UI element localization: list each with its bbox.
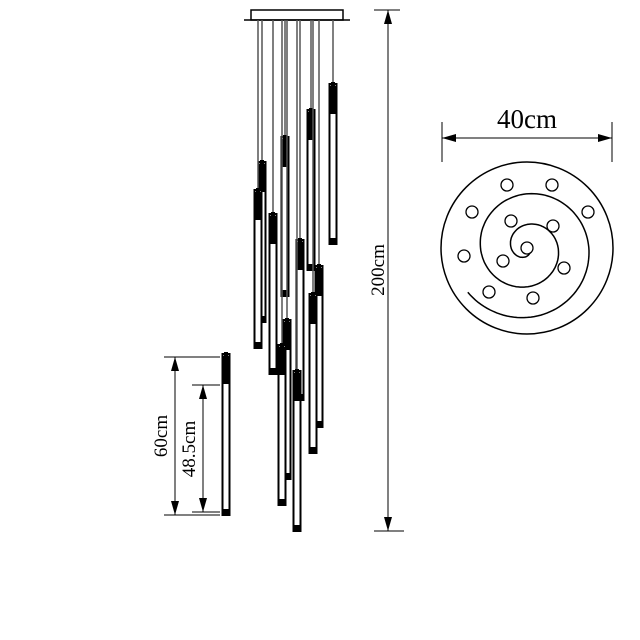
height-dimension: 200cm — [368, 9, 404, 532]
pendant-position-marker — [581, 205, 595, 219]
pendant-position-marker — [457, 249, 471, 263]
tube-length-dimension: 60cm — [151, 356, 220, 516]
pendant-tube — [328, 20, 338, 245]
pendant-tube — [308, 20, 318, 454]
pendant-position-marker — [520, 241, 534, 255]
pendant-position-marker — [557, 261, 571, 275]
tube-cap — [309, 296, 317, 324]
diameter-label: 40cm — [497, 104, 557, 134]
tube-cap — [222, 356, 230, 384]
tube-length-label: 60cm — [151, 415, 172, 457]
tube-cap — [269, 216, 277, 244]
tube-cap — [329, 86, 337, 114]
pendant-tube — [306, 20, 316, 271]
tube-cap — [307, 112, 315, 140]
pendant-position-marker — [504, 214, 518, 228]
pendant-position-marker — [465, 205, 479, 219]
tube-cap — [258, 164, 266, 192]
pendant-tube — [221, 352, 231, 516]
pendant-position-marker — [546, 219, 560, 233]
pendants — [253, 20, 338, 532]
tube-cap — [278, 347, 286, 375]
tube-cap — [296, 242, 304, 270]
pendant-tube — [268, 20, 278, 375]
pendant-position-marker — [526, 291, 540, 305]
tube-cap — [281, 139, 289, 167]
pendant-tube — [277, 20, 287, 506]
pendant-position-marker — [482, 285, 496, 299]
tube-cap — [293, 373, 301, 401]
canopy — [244, 9, 350, 21]
height-label: 200cm — [368, 244, 389, 296]
pendant-tube — [292, 20, 302, 532]
light-length-dimension: 48.5cm — [179, 384, 220, 513]
diameter-dimension: 40cm — [441, 104, 613, 162]
tube-cap — [283, 322, 291, 350]
pendant-position-marker — [496, 254, 510, 268]
tube-cap — [254, 192, 262, 220]
sample-tube — [221, 352, 231, 516]
tube-cap — [315, 268, 323, 296]
pendant-position-marker — [545, 178, 559, 192]
light-length-label: 48.5cm — [179, 421, 200, 478]
pendant-tube — [253, 20, 263, 349]
spiral-layout — [467, 192, 590, 319]
pendant-position-marker — [500, 178, 514, 192]
canopy-top-view — [440, 161, 614, 335]
